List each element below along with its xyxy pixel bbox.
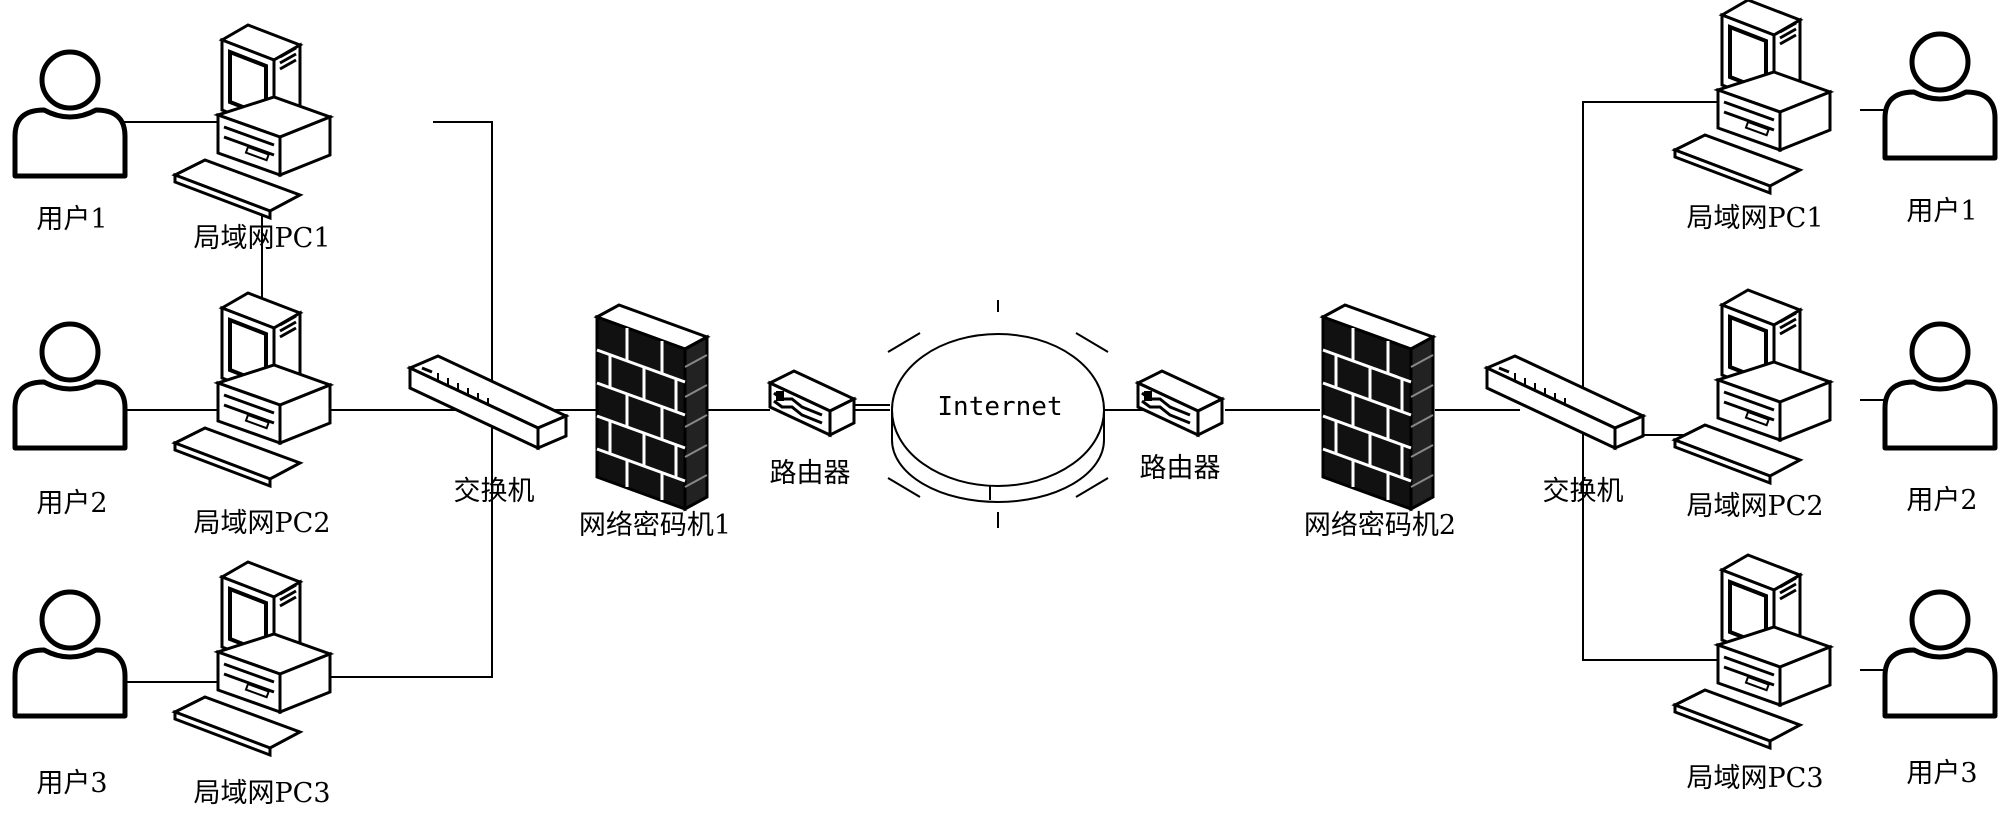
user-icon (15, 52, 125, 176)
right-user-3-label: 用户3 (1906, 758, 1978, 789)
router-icon (1136, 369, 1224, 437)
right-encryptor-label: 网络密码机2 (1303, 510, 1457, 541)
right-user-2-label: 用户2 (1906, 485, 1978, 516)
pc-icon (173, 291, 332, 488)
right-router-label: 路由器 (1139, 453, 1221, 484)
user-icon (15, 592, 125, 716)
switch-icon (1485, 354, 1645, 450)
right-pc-2-label: 局域网PC2 (1686, 491, 1824, 522)
encryptor-icon (1321, 303, 1435, 511)
encryptor-icon (595, 303, 709, 511)
right-user-1-label: 用户1 (1906, 196, 1978, 227)
left-pc-1-label: 局域网PC1 (193, 223, 331, 254)
user-icon (1885, 34, 1995, 158)
pc-icon (1673, 0, 1832, 195)
left-user-3-label: 用户3 (36, 768, 108, 799)
pc-icon (173, 560, 332, 757)
pc-icon (1673, 553, 1832, 750)
left-encryptor-label: 网络密码机1 (578, 510, 732, 541)
right-pc-3-label: 局域网PC3 (1686, 763, 1824, 794)
router-icon (768, 369, 856, 437)
left-pc-3-label: 局域网PC3 (193, 778, 331, 809)
internet-label: Internet (937, 392, 1063, 422)
right-pc-1-label: 局域网PC1 (1686, 203, 1824, 234)
left-user-2-label: 用户2 (36, 488, 108, 519)
left-pc-2-label: 局域网PC2 (193, 508, 331, 539)
left-user-1-label: 用户1 (36, 204, 108, 235)
right-switch-label: 交换机 (1542, 476, 1624, 507)
user-icon (15, 324, 125, 448)
user-icon (1885, 324, 1995, 448)
pc-icon (1673, 288, 1832, 485)
user-icon (1885, 592, 1995, 716)
left-switch-label: 交换机 (453, 476, 535, 507)
switch-icon (408, 354, 568, 450)
left-router-label: 路由器 (769, 458, 851, 489)
internet-cloud (887, 300, 1109, 528)
